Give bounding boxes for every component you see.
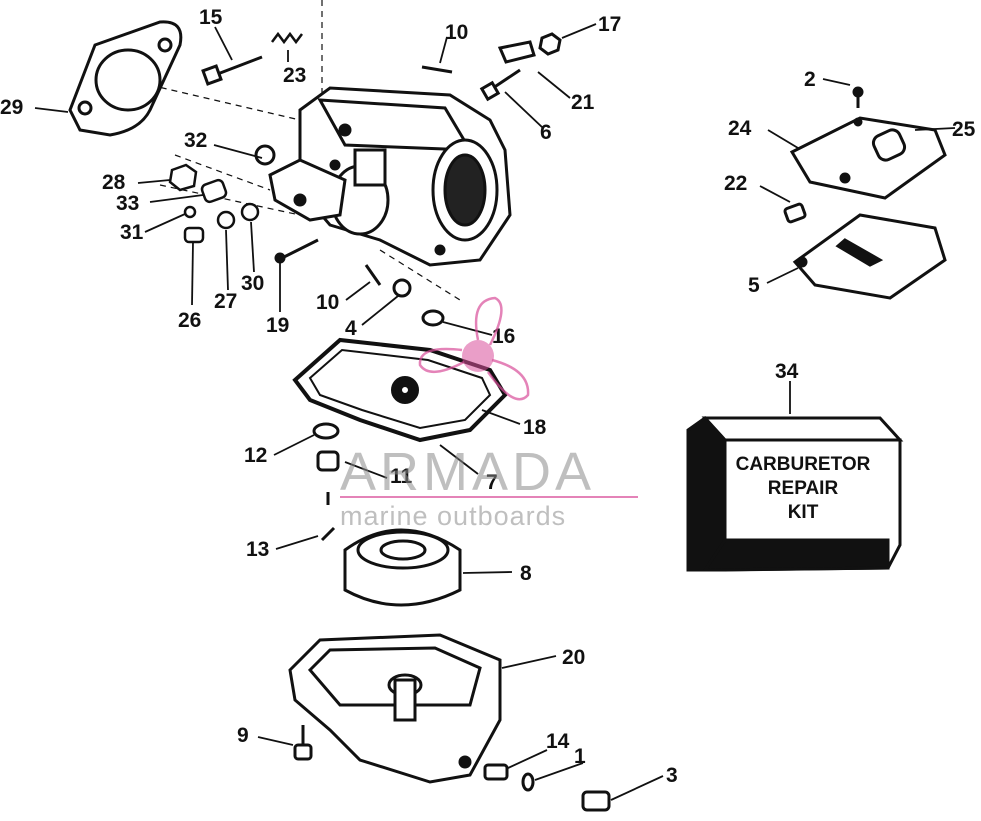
part-label-4: 4 xyxy=(345,317,357,340)
part-label-22: 22 xyxy=(724,172,747,195)
part-label-19: 19 xyxy=(266,314,289,337)
pin-parts xyxy=(274,65,453,298)
carburetor-body-part xyxy=(298,86,512,267)
part-label-12: 12 xyxy=(244,444,267,467)
part-label-34: 34 xyxy=(775,360,799,383)
part-label-18: 18 xyxy=(523,416,547,439)
needle-screw-part xyxy=(201,55,263,86)
kit-line-1: CARBURETOR xyxy=(736,454,871,475)
part-label-28: 28 xyxy=(102,171,126,194)
kit-box-label: CARBURETOR REPAIR KIT xyxy=(736,454,871,523)
part-label-29: 29 xyxy=(0,96,23,119)
small-hardware-parts xyxy=(168,163,260,244)
part-label-20: 20 xyxy=(562,646,585,669)
part-label-1: 1 xyxy=(574,745,586,768)
jet-parts xyxy=(312,422,340,542)
part-label-14: 14 xyxy=(546,730,570,753)
part-label-13: 13 xyxy=(246,538,269,561)
part-label-5: 5 xyxy=(748,274,760,297)
float-bowl-part xyxy=(288,633,502,784)
armada-watermark: ARMADA marine outboards xyxy=(340,296,638,531)
part-label-2: 2 xyxy=(804,68,816,91)
part-label-11: 11 xyxy=(390,465,413,488)
part-label-6: 6 xyxy=(540,121,552,144)
part-label-3: 3 xyxy=(666,764,678,787)
part-number-labels: 1 2 3 4 5 6 7 8 9 10 10 11 12 13 14 15 1… xyxy=(0,6,976,787)
part-label-26: 26 xyxy=(178,309,201,332)
part-label-23: 23 xyxy=(283,64,306,87)
part-label-17: 17 xyxy=(598,13,621,36)
part-label-30: 30 xyxy=(241,272,264,295)
part-label-16: 16 xyxy=(492,325,515,348)
part-label-10-lower: 10 xyxy=(316,291,339,314)
throttle-lever-part xyxy=(254,144,347,222)
part-label-27: 27 xyxy=(214,290,237,313)
part-label-15: 15 xyxy=(199,6,223,29)
kit-line-2: REPAIR xyxy=(768,478,839,499)
part-label-31: 31 xyxy=(120,221,144,244)
top-right-hardware xyxy=(479,32,562,102)
part-label-32: 32 xyxy=(184,129,207,152)
part-label-10-top: 10 xyxy=(445,21,468,44)
watermark-brand: ARMADA xyxy=(340,442,595,502)
part-label-7: 7 xyxy=(486,471,498,494)
part-label-24: 24 xyxy=(728,117,752,140)
part-label-9: 9 xyxy=(237,724,249,747)
bowl-screw-parts xyxy=(293,725,611,812)
leader-lines xyxy=(34,23,956,801)
part-label-21: 21 xyxy=(571,91,595,114)
part-label-25: 25 xyxy=(952,118,976,141)
propeller-logo xyxy=(418,296,530,401)
float-part xyxy=(343,528,462,607)
washer-16-part xyxy=(421,309,445,327)
cover-plate-part xyxy=(789,116,947,200)
part-label-33: 33 xyxy=(116,192,139,215)
part-label-8: 8 xyxy=(520,562,532,585)
watermark-tagline: marine outboards xyxy=(340,501,566,531)
repair-kit-box xyxy=(686,416,904,572)
diaphragm-part xyxy=(792,213,947,300)
spring-part xyxy=(271,31,303,45)
flange-gasket-part xyxy=(68,20,183,137)
kit-line-3: KIT xyxy=(788,502,819,523)
cover-screw-parts xyxy=(783,86,864,224)
